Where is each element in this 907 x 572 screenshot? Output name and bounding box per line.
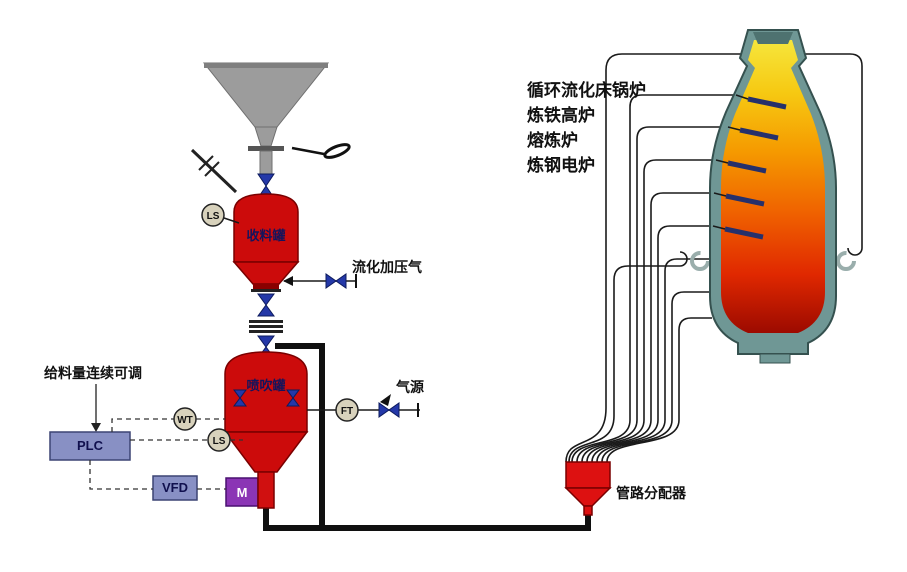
lance-bar-2 [739,127,779,141]
lance-bar-5 [724,226,764,240]
funnel-flange [248,146,284,151]
wrap-pipe-top [565,53,863,463]
flow-arrow [283,276,293,286]
application-line-1: 循环流化床锅炉 [527,80,646,100]
tank-outlet [253,284,279,289]
ls-lower-instrument: LS [207,428,231,452]
conveying-pipe-main [263,508,591,531]
conveying-pipe-1 [571,94,736,463]
blowing-tank [223,351,309,473]
expansion-joint [249,320,283,323]
motor-label: M [237,485,248,500]
ft-instrument: FT [335,398,359,422]
conveying-pipe-8 [606,317,712,463]
conveying-pipe-3 [581,159,716,463]
fluidization-line [283,273,357,289]
lance-bar-1 [747,96,787,110]
pipe-bundle [565,53,863,463]
applications-list: 循环流化床锅炉 炼铁高炉 熔炼炉 炼钢电炉 [527,80,646,175]
application-line-3: 熔炼炉 [527,130,578,150]
expansion-joint [249,325,283,328]
conveying-pipe-6 [596,258,712,463]
lance-connector-3 [715,159,729,164]
ls-upper-text: LS [207,211,220,222]
receiving-tank [232,193,300,285]
feed-funnel [202,62,330,176]
inlet-pipe [190,148,238,194]
feed-note-arrow [91,384,101,432]
furnace [709,29,837,364]
blowing-tank-label: 喷吹罐 [246,378,285,393]
fluidizing-nozzle-left-icon [233,389,247,407]
motor-box [225,477,259,507]
conveying-pipe-2 [576,126,728,463]
application-line-2: 炼铁高炉 [527,105,595,125]
furnace-mouth [753,32,793,44]
flange-plate [251,289,281,292]
ft-text: FT [341,406,353,417]
plc-box [49,431,131,461]
feed-note-label: 给料量连续可调 [44,365,142,381]
lance-connector-2 [727,126,741,131]
ls-lower-text: LS [213,436,226,447]
application-line-4: 炼钢电炉 [527,155,595,175]
fluidization-gas-label: 流化加压气 [352,259,422,275]
wrap-pipe-left [568,251,688,463]
pipe-distributor [564,461,612,516]
funnel-neck [259,150,273,176]
plc-wt-link [111,418,174,432]
discharge-valve-icon [257,293,275,317]
expansion-joint [249,330,283,333]
conveying-pipe-5 [591,225,713,463]
gas-valve-icon [378,402,400,418]
furnace-melt [721,40,825,333]
ls-upper-instrument: LS [201,203,240,227]
wt-instrument: WT [173,407,197,431]
gas-arrow [380,394,391,406]
fluidizing-nozzle-right-icon [286,389,300,407]
furnace-base [759,353,791,364]
lance-bar-4 [725,193,765,207]
trunnion-curl-left [690,251,710,271]
plc-label: PLC [77,438,104,453]
hand-valve-wheel [291,143,351,159]
conveying-pipe-7 [601,291,712,463]
injection-lances [712,94,787,240]
vfd-box [152,475,198,501]
plc-vfd-link [89,460,153,490]
funnel-spout [254,126,278,147]
pipe-distributor-label: 管路分配器 [616,485,687,501]
trunnion-curl-right [836,251,856,271]
receiving-tank-label: 收料罐 [246,228,285,243]
lance-connector-1 [735,94,749,100]
rotary-feeder [257,471,275,509]
wt-text: WT [177,415,193,426]
conveying-pipe-4 [586,192,714,463]
lance-bar-3 [727,160,767,174]
fluidization-valve-icon [325,273,347,289]
gas-source-line [307,394,420,418]
lance-connector-5 [712,225,726,230]
gas-source-label: 气源 [395,379,424,395]
funnel-rim [204,63,328,68]
vfd-label: VFD [162,480,188,495]
lance-connector-4 [713,192,727,197]
riser-pipe [275,343,325,528]
